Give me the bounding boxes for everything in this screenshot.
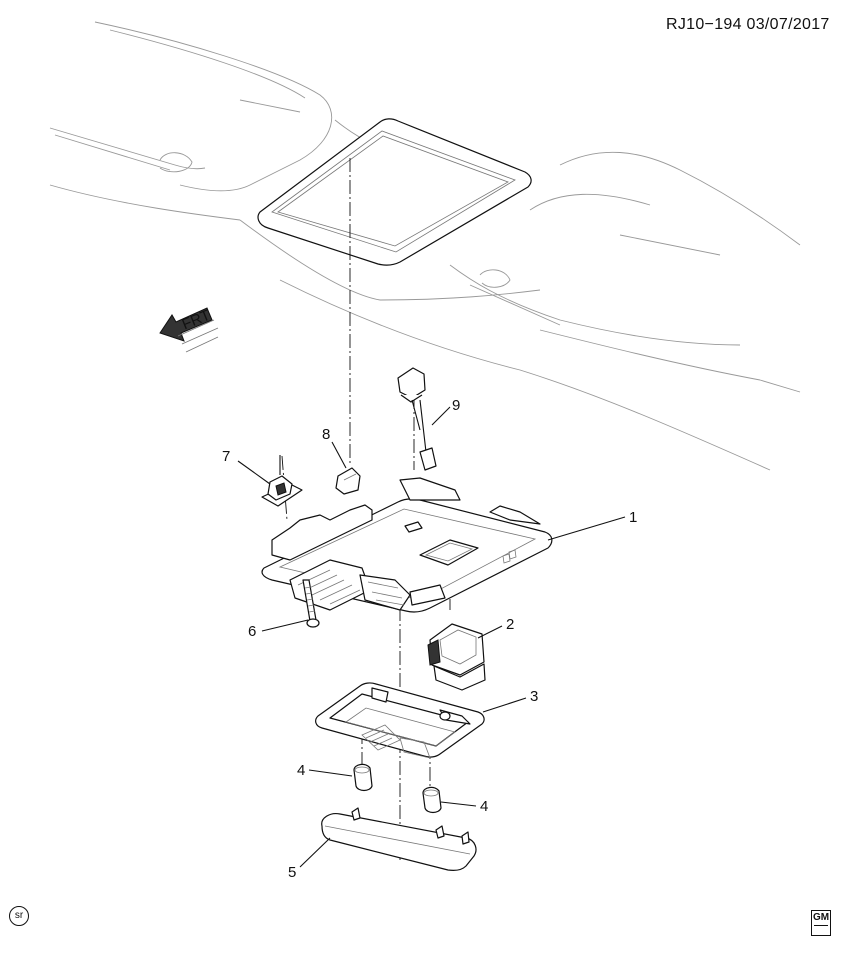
callout-5: 5 — [288, 864, 296, 881]
part-8-retainer-clip — [335, 467, 361, 495]
front-direction-arrow-icon: FRT — [159, 307, 219, 353]
part-7-bracket — [261, 455, 303, 507]
callout-3: 3 — [530, 688, 538, 705]
part-9-wiring-connector — [397, 367, 437, 471]
callout-labels: 1 2 3 4 4 5 6 7 8 9 — [222, 397, 637, 881]
part-4-bulb-right — [422, 786, 442, 814]
sunroof-opening — [257, 118, 532, 266]
callout-4a: 4 — [297, 762, 305, 779]
part-5-lens-cover — [321, 807, 477, 871]
part-2-switch-module — [427, 623, 486, 691]
callout-4b: 4 — [480, 798, 488, 815]
callout-2: 2 — [506, 616, 514, 633]
part-3-lamp-housing — [315, 682, 485, 759]
callout-9: 9 — [452, 397, 460, 414]
gm-logo-icon: GM ​ — [811, 910, 831, 936]
callout-6: 6 — [248, 623, 256, 640]
callout-leader-lines — [237, 406, 626, 868]
part-1-overhead-console-housing — [261, 477, 553, 613]
callout-1: 1 — [629, 509, 637, 526]
sr-badge-icon: sr — [9, 906, 29, 926]
gm-logo-text: GM — [812, 912, 830, 923]
diagram-reference-code: RJ10−194 03/07/2017 — [666, 16, 830, 33]
part-6-screw — [302, 579, 320, 628]
callout-7: 7 — [222, 448, 230, 465]
roof-headliner-outline — [49, 21, 801, 471]
callout-8: 8 — [322, 426, 330, 443]
part-4-bulb-left — [353, 763, 373, 792]
front-arrow-label: FRT — [180, 307, 213, 334]
